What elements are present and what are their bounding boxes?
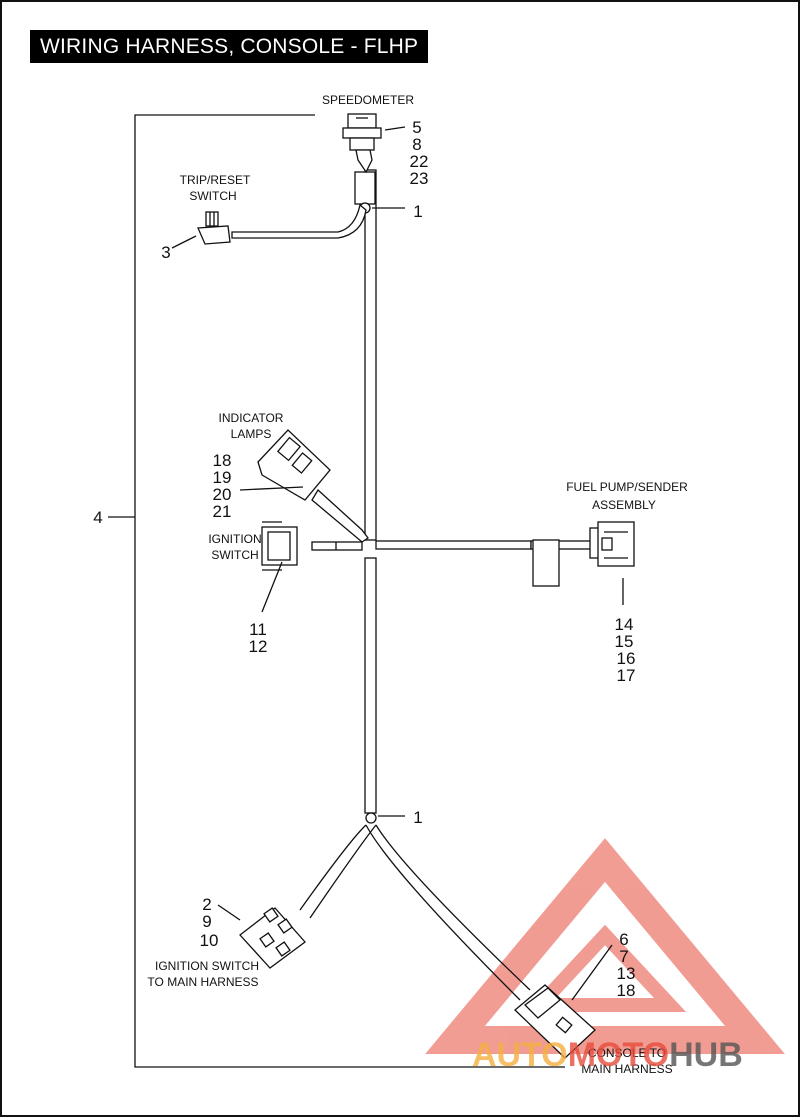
callout-clip-bottom: 1 [413,808,422,827]
harness-trunk [354,169,377,814]
callout-console-main-1: 6 [619,930,628,949]
callout-ignition-2: 12 [249,637,268,656]
callout-console-main-4: 18 [617,981,636,1000]
console-main-connector [514,944,613,1059]
console-main-label-1: CONSOLE TO [588,1046,666,1060]
callout-ign-main-1: 2 [202,895,211,914]
page-title: WIRING HARNESS, CONSOLE - FLHP [30,30,429,63]
ignition-label-2: SWITCH [211,548,258,562]
callout-indicator-3: 20 [213,485,232,504]
callout-harness: 4 [93,508,102,527]
callout-indicator-4: 21 [213,502,232,521]
watermark-part-auto: AUTO [472,1036,568,1074]
callout-console-main-2: 7 [619,947,628,966]
callout-fuel-2: 15 [615,632,634,651]
callout-indicator-2: 19 [213,468,232,487]
callout-speedometer-4: 23 [410,169,429,188]
callout-clip-top: 1 [413,202,422,221]
harness-split [299,824,531,1001]
callout-console-main-3: 13 [617,964,636,983]
callout-ignition-1: 11 [249,620,267,639]
speedometer-connector [342,113,406,174]
clip-top [359,202,405,214]
callout-trip-reset: 3 [161,243,170,262]
callout-fuel-4: 17 [617,666,636,685]
speedometer-label: SPEEDOMETER [322,93,414,107]
indicator-branch [239,429,369,543]
fuel-branch [375,521,635,605]
ign-main-label-2: TO MAIN HARNESS [147,975,258,989]
callout-speedometer-2: 8 [412,135,421,154]
ignition-label-1: IGNITION [208,532,261,546]
watermark-triangle-inner [523,924,687,1012]
clip-bottom [365,812,405,824]
watermark-part-moto: MOTO [568,1036,669,1074]
callout-speedometer-3: 22 [410,152,429,171]
callout-ign-main-2: 9 [202,912,211,931]
trip-reset-branch [171,203,367,249]
callout-indicator-1: 18 [213,451,232,470]
callout-fuel-1: 14 [615,615,634,634]
watermark-part-hub: HUB [669,1036,743,1074]
ign-main-connector [217,904,306,969]
console-main-label-2: MAIN HARNESS [581,1062,672,1076]
harness-bracket [108,114,565,1068]
fuel-label-1: FUEL PUMP/SENDER [566,480,688,494]
callout-speedometer-1: 5 [412,118,421,137]
trip-reset-label-1: TRIP/RESET [180,173,251,187]
indicator-label-2: LAMPS [231,427,272,441]
callout-fuel-3: 16 [617,649,636,668]
ign-main-label-1: IGNITION SWITCH [155,959,259,973]
watermark-logo [425,838,785,1054]
indicator-label-1: INDICATOR [219,411,284,425]
watermark-triangle-outer [425,838,785,1054]
fuel-label-2: ASSEMBLY [592,498,656,512]
trip-reset-label-2: SWITCH [189,189,236,203]
callout-ign-main-3: 10 [200,931,219,950]
ignition-branch [261,521,363,613]
watermark-text: AUTOMOTOHUB [472,1036,743,1074]
